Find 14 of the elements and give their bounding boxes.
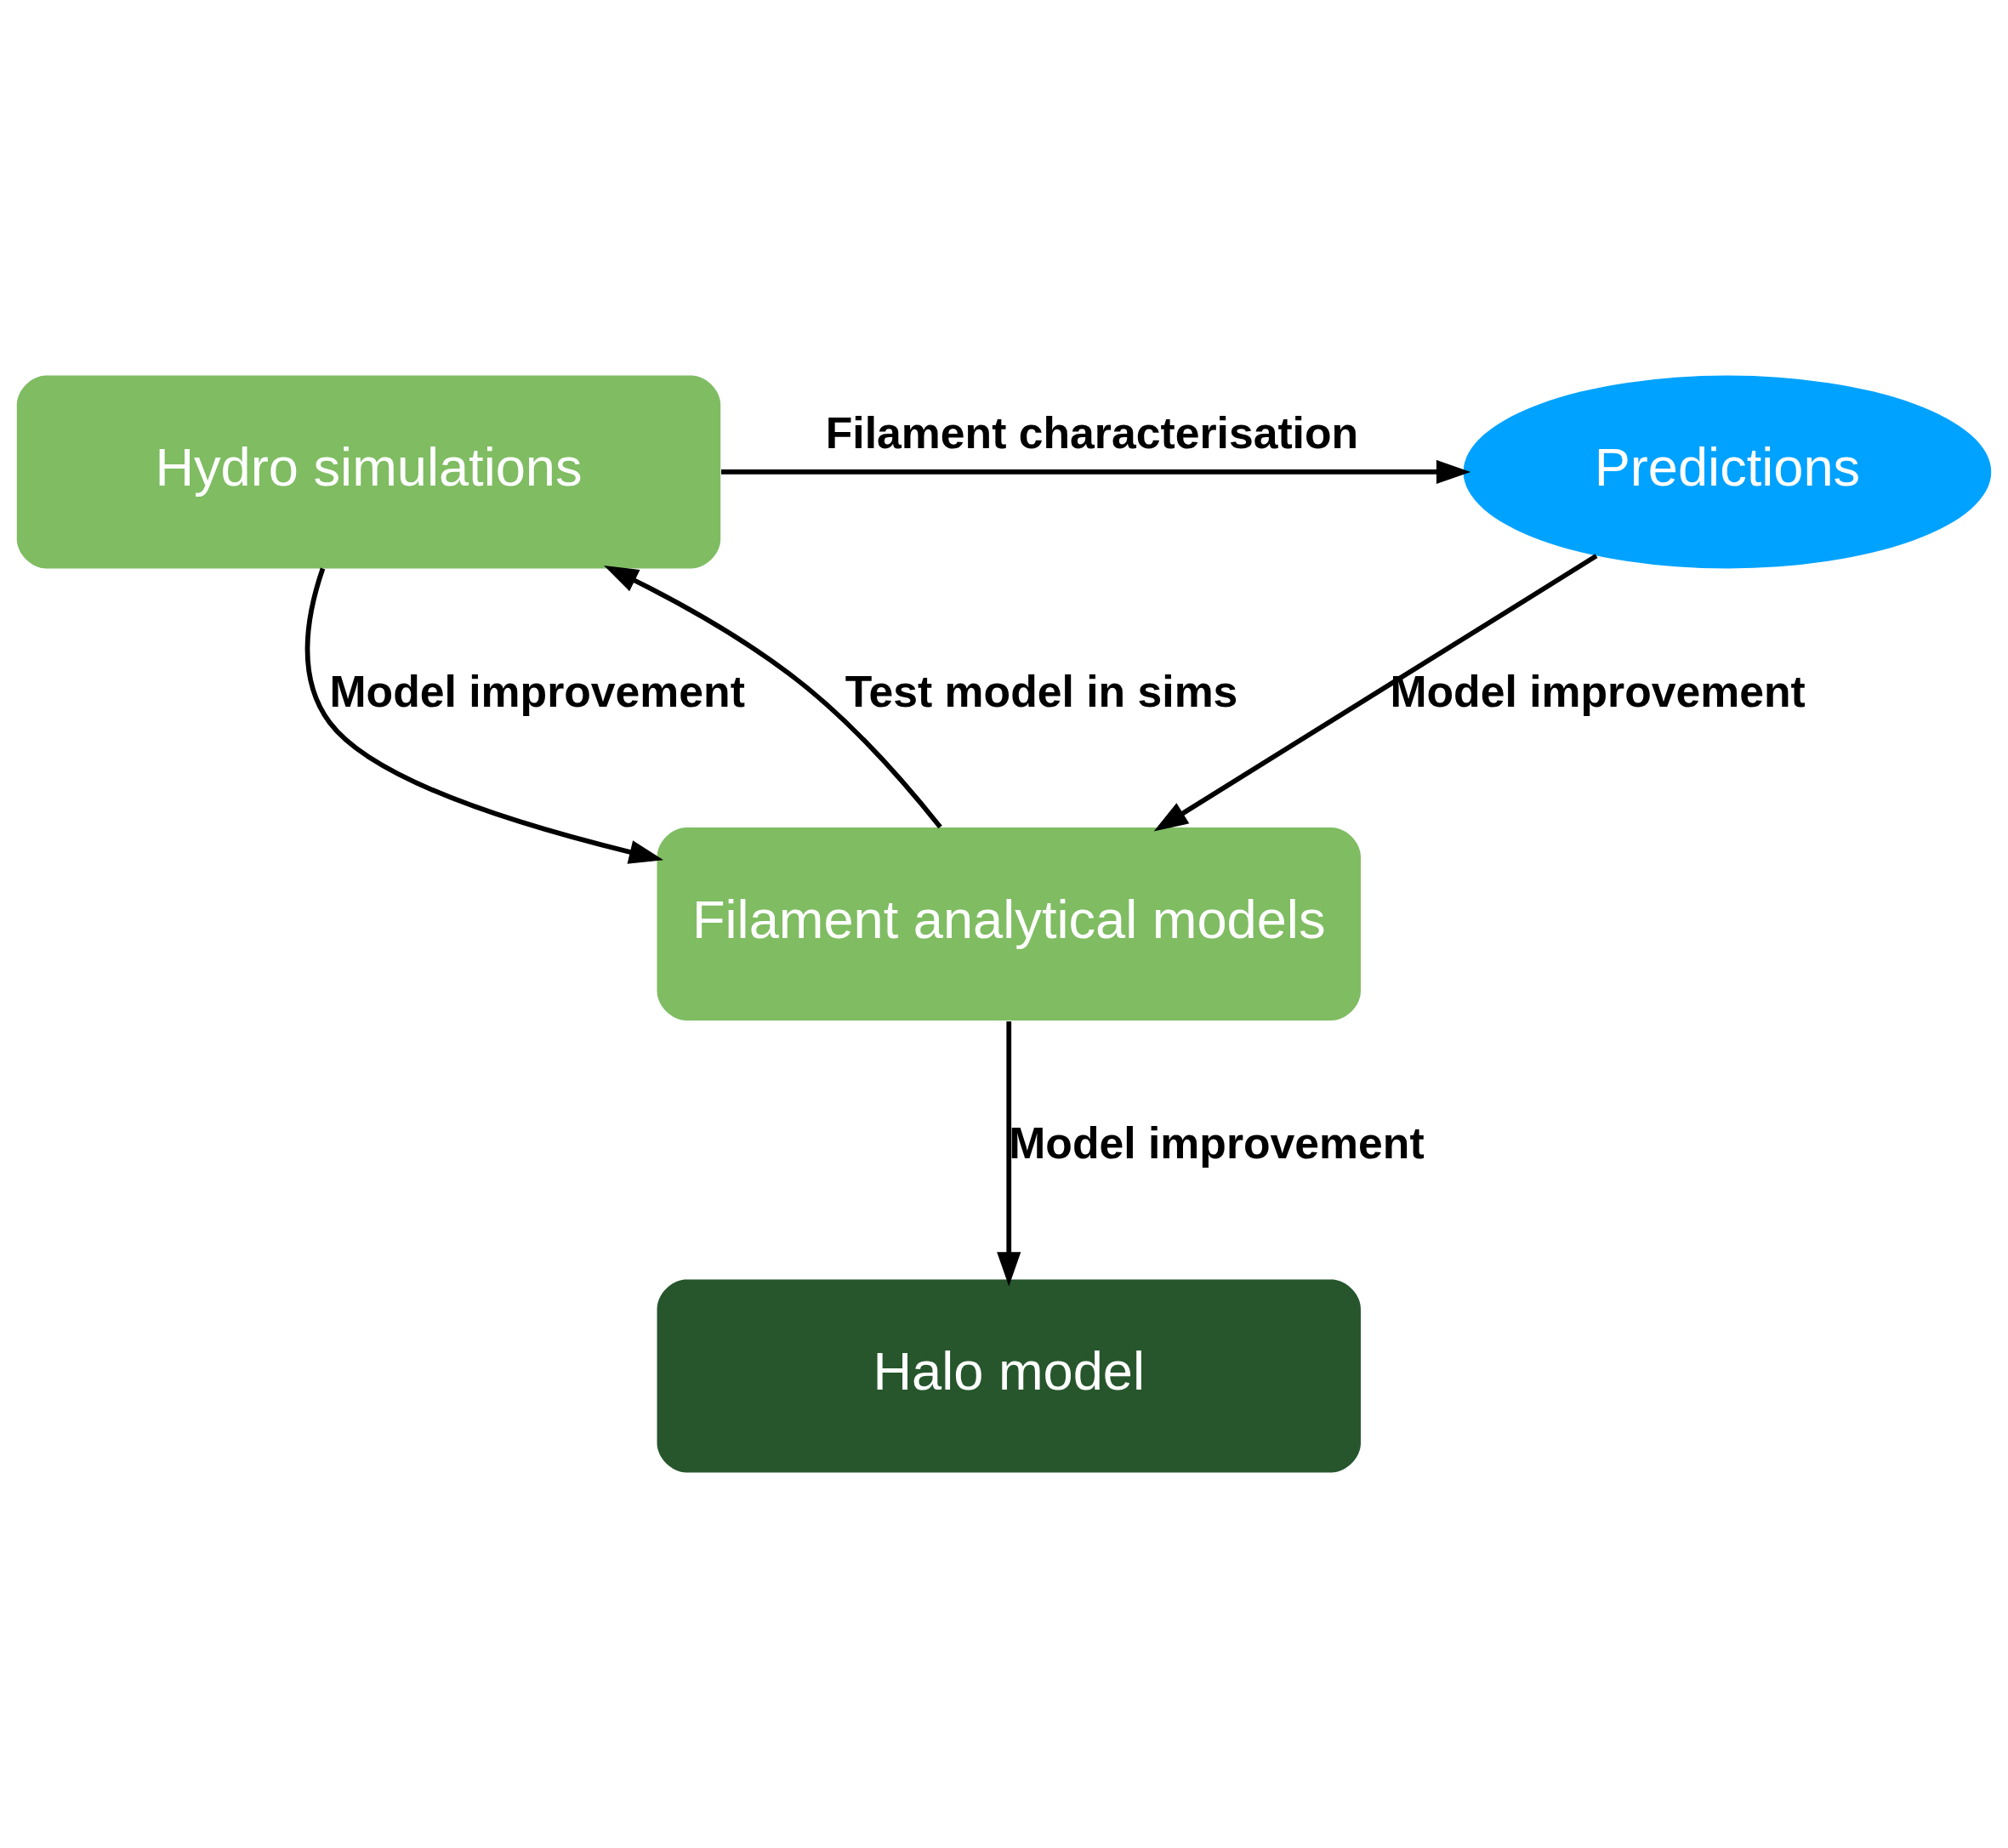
node-box: Filament analytical models [657, 827, 1361, 1021]
arrow [604, 565, 942, 829]
arrow [721, 459, 1471, 485]
edge-label: Model improvement [1009, 1118, 1425, 1169]
node-box: Hydro simulations [16, 375, 721, 569]
edge-label: Filament characterisation [825, 408, 1359, 458]
edge-label: Model improvement [1390, 666, 1806, 716]
arrow [304, 567, 664, 864]
edge-label: Test model in sims [845, 666, 1238, 716]
arrow [997, 1021, 1021, 1287]
node-box: Halo model [657, 1279, 1361, 1473]
edge-label: Model improvement [329, 666, 745, 716]
node-ellipse: Predictions [1463, 375, 1992, 569]
arrow [1153, 554, 1598, 832]
